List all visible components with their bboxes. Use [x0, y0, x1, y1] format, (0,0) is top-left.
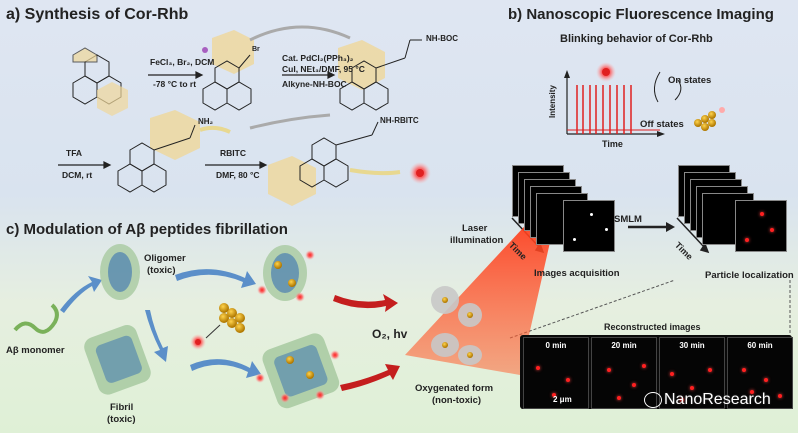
fibril-structure: [84, 325, 340, 409]
rhodamine-coronene: [268, 121, 431, 206]
panel-b-subtitle: Blinking behavior of Cor-Rhb: [560, 33, 713, 45]
recon-time-20: 20 min: [611, 341, 637, 350]
blinking-plot: [564, 62, 725, 137]
curved-arrow-return: [249, 113, 331, 130]
amine-coronene: [117, 110, 231, 193]
synthesis-arrows: [58, 71, 336, 169]
recon-frame-60: 60 min: [727, 337, 793, 409]
oligomer-label-2: (toxic): [147, 265, 176, 276]
fibril-label-1: Fibril: [110, 402, 134, 413]
cor-rhb-probe: [190, 303, 245, 350]
off-states-label: Off states: [640, 119, 684, 130]
nh2-label: NH₂: [198, 117, 214, 126]
particle-localization-label: Particle localization: [705, 270, 794, 281]
scale-bar-label: 2 μm: [553, 395, 572, 404]
abeta-monomer-shape: [13, 303, 59, 334]
zoom-dash-left: [509, 279, 676, 339]
panel-a-title: a) Synthesis of Cor-Rhb: [6, 6, 189, 23]
recon-frame-30: 30 min: [659, 337, 725, 409]
oligomer-structure: [100, 244, 315, 302]
laser-label-2: illumination: [450, 235, 504, 246]
recon-time-60: 60 min: [747, 341, 773, 350]
panel-b-title: b) Nanoscopic Fluorescence Imaging: [508, 6, 774, 23]
coronene-molecule: [72, 47, 128, 116]
recon-time-0: 0 min: [545, 341, 567, 350]
smlm-label: SMLM: [614, 214, 642, 225]
oligomer-label-1: Oligomer: [144, 253, 186, 264]
boc-label: NH-BOC: [426, 34, 458, 43]
step3-conditions: DCM, rt: [62, 170, 93, 180]
plot-y-axis-label: Intensity: [548, 85, 557, 118]
fibril-label-2: (toxic): [107, 414, 136, 425]
step4-reagent: RBITC: [220, 148, 246, 158]
step1-reagents: FeCl₃, Br₂, DCM: [150, 57, 215, 67]
boc-coronene: [338, 39, 422, 111]
step4-conditions: DMF, 80 °C: [216, 170, 260, 180]
plot-x-axis-label: Time: [602, 139, 623, 149]
step2-reagents: CuI, NEt₃/DMF, 95 °C: [282, 64, 365, 74]
o2-hv-label: O₂, hv: [372, 327, 408, 341]
recon-time-30: 30 min: [679, 341, 705, 350]
aggregation-arrows: [60, 269, 261, 378]
oxygenated-aggregates: [431, 286, 482, 365]
oxygenated-label-1: Oxygenated form: [415, 383, 494, 394]
step2-catalyst: Cat. PdCl₂(PPh₃)₂: [282, 53, 354, 63]
wechat-icon: [644, 392, 662, 408]
step3-reagent: TFA: [66, 148, 83, 158]
oxygenated-label-2: (non-toxic): [432, 395, 482, 406]
rbitc-label: NH-RBITC: [380, 116, 419, 125]
curved-arrow-top: [249, 25, 351, 42]
panel-c-title: c) Modulation of Aβ peptides fibrillatio…: [6, 221, 288, 238]
bromo-coronene: [202, 30, 254, 111]
on-states-label: On states: [668, 75, 712, 86]
images-acquisition-label: Images acquisition: [534, 268, 620, 279]
smlm-arrow: [628, 222, 675, 232]
reconstructed-label: Reconstructed images: [604, 322, 701, 332]
watermark-text: NanoResearch: [664, 391, 771, 408]
laser-label-1: Laser: [462, 223, 488, 234]
red-arrows: [333, 294, 400, 391]
br-label: Br: [252, 46, 260, 53]
step1-conditions: -78 °C to rt: [153, 79, 197, 89]
recon-frame-0: 0 min: [523, 337, 589, 409]
monomer-label: Aβ monomer: [6, 345, 65, 356]
step2-alkyne: Alkyne-NH-BOC: [282, 79, 347, 89]
